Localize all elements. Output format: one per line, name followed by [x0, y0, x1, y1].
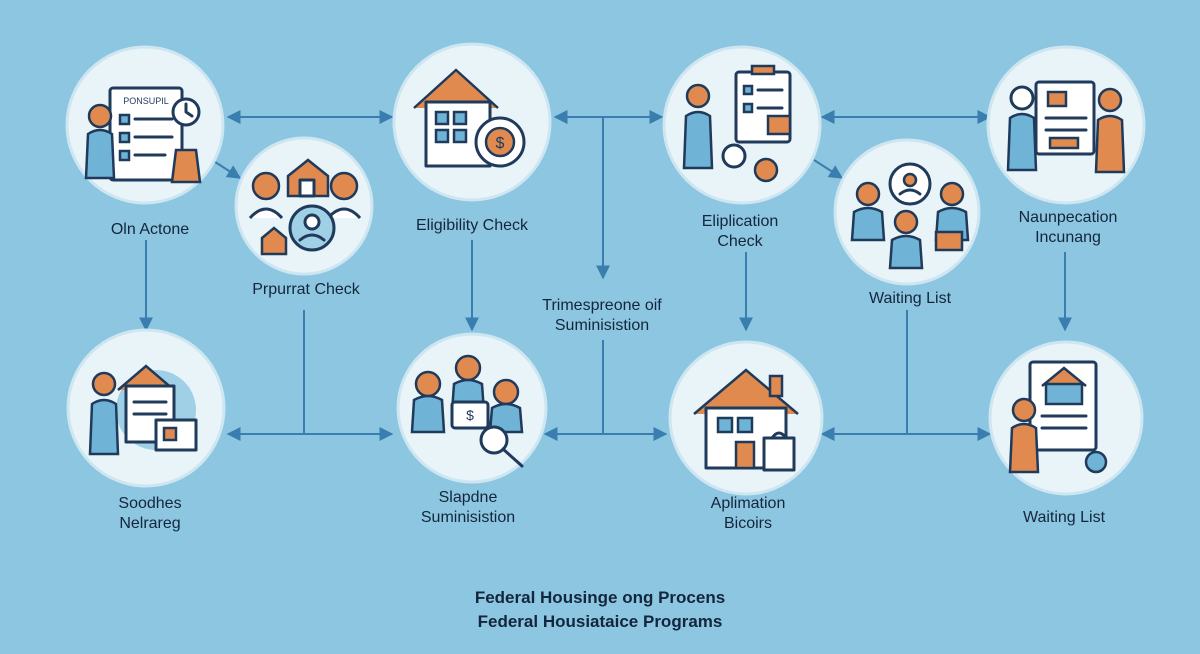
people-search-icon: $: [410, 354, 524, 468]
node-label-n1: Oln Actone: [110, 221, 190, 238]
node-n9: [668, 340, 824, 496]
connector-n1-n2: [211, 159, 242, 179]
node-label-n8: Slapdne Suminisistion: [420, 489, 516, 526]
checklist-person-icon: PONSUPIL: [84, 86, 202, 184]
node-label-n3: Eligibility Check: [415, 217, 529, 234]
node-label-n6: Naunpecation Incunang: [1018, 209, 1118, 246]
connectors: [139, 110, 1072, 441]
node-n2: [234, 136, 374, 276]
node-n4: [662, 45, 822, 205]
family-house-icon: [248, 158, 362, 256]
footer-title: Federal Housinge ong Procens Federal Hou…: [474, 588, 726, 631]
node-n7: [66, 328, 226, 488]
house-coin-icon: $: [413, 68, 526, 168]
house-person-icon: [88, 364, 198, 456]
node-n8: $: [396, 332, 548, 484]
house-bag-icon: [693, 368, 799, 472]
svg-text:$: $: [496, 135, 505, 152]
person-board-icon: [1008, 360, 1108, 474]
svg-text:$: $: [466, 407, 474, 423]
presentation-people-icon: [1006, 80, 1126, 174]
node-n5: [833, 138, 981, 286]
node-label-n5: Waiting List: [868, 290, 952, 307]
node-label-n4: Eliplication Check: [701, 213, 779, 250]
node-label-n7: Soodhes Nelrareg: [118, 495, 182, 532]
document-gears-icon: [682, 64, 792, 183]
node-n6: [986, 45, 1146, 205]
sign-text: PONSUPIL: [123, 96, 169, 106]
center-label: Trimespreone oif Suminisistion: [542, 297, 662, 334]
node-n10: [988, 340, 1144, 496]
node-n1: PONSUPIL: [65, 45, 225, 205]
node-label-n9: Aplimation Bicoirs: [710, 495, 786, 532]
team-gear-icon: [850, 162, 970, 270]
connector-n4-n5: [813, 159, 844, 179]
node-n3: $: [392, 42, 552, 202]
node-label-n2: Prpurrat Check: [252, 281, 360, 298]
node-label-n10: Waiting List: [1022, 509, 1106, 526]
